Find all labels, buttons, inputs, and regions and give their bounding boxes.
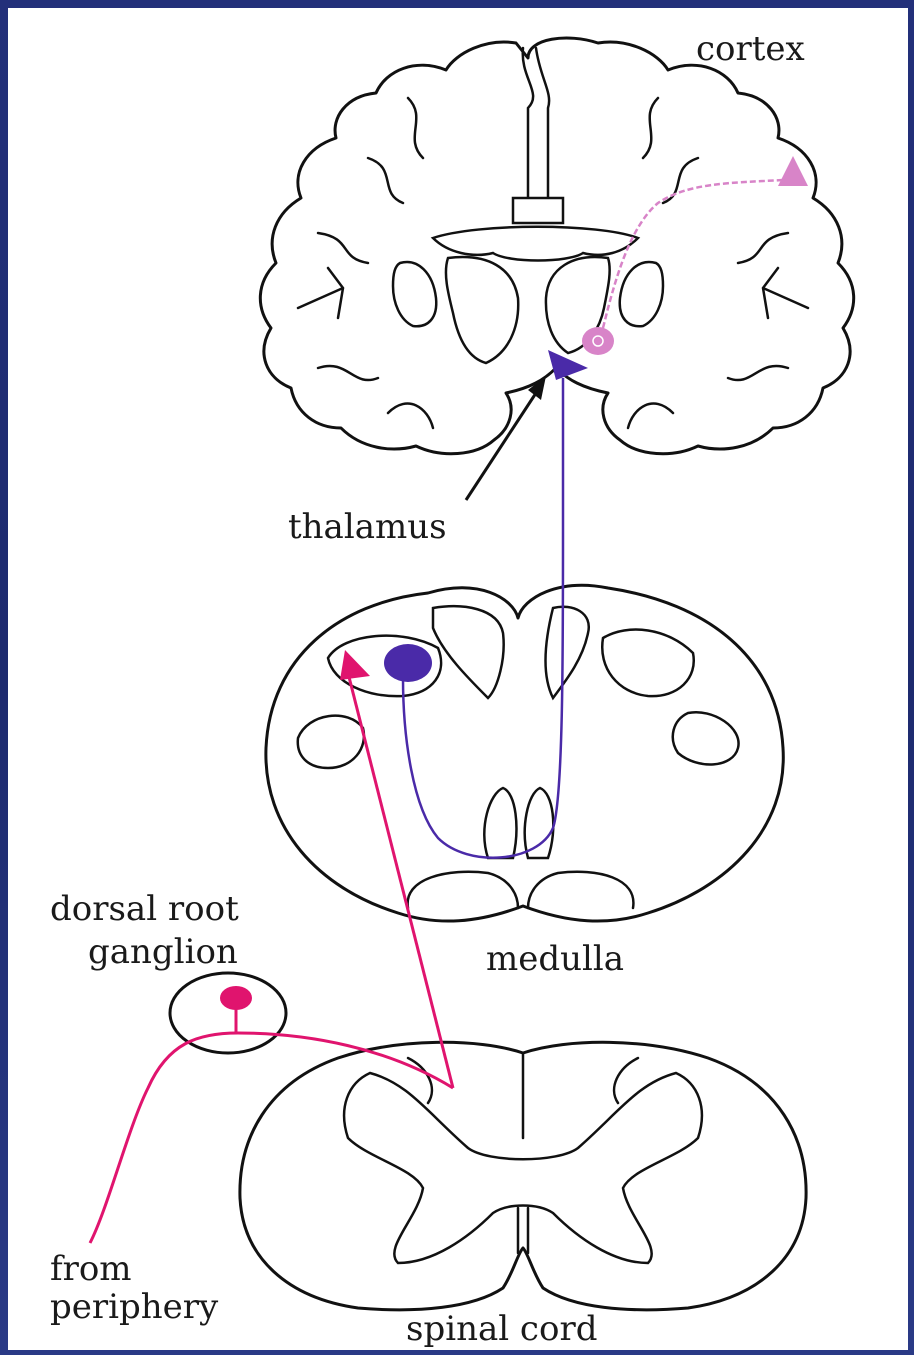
secondary-neuron-pathway (384, 350, 588, 858)
medulla-pyramids (408, 872, 634, 908)
medulla-side-left (298, 716, 364, 768)
cortex-label: cortex (696, 29, 805, 69)
pathway-diagram: cortex thalamus medulla dorsal root gang… (8, 8, 908, 1350)
medulla-olive-right (546, 607, 589, 698)
cortical-terminal (778, 156, 808, 186)
medulla-lemniscus (484, 788, 553, 858)
medulla-section (266, 585, 783, 921)
medulla-side-right (673, 712, 739, 764)
brain-outline (260, 38, 853, 454)
right-lateral-sulcus (763, 268, 808, 318)
longitudinal-fissure (513, 48, 563, 223)
medulla-outline (266, 585, 783, 921)
periphery-label-line2: periphery (50, 1287, 219, 1327)
primary-terminal (340, 650, 370, 680)
corpus-callosum (433, 227, 638, 261)
medulla-label: medulla (486, 939, 624, 979)
thalamus-arrow-shaft (466, 393, 536, 500)
thalamic-relay-cell (582, 327, 614, 355)
left-putamen (393, 262, 436, 326)
ventral-fissure (518, 1208, 528, 1253)
brain-section (260, 38, 853, 454)
medulla-olive-left (433, 606, 504, 698)
primary-ascending-axon (348, 673, 453, 1088)
medulla-nucleus-right (602, 630, 694, 697)
diagram-frame: cortex thalamus medulla dorsal root gang… (8, 8, 908, 1350)
thalamus-terminal (548, 350, 588, 380)
spinal-cord-label: spinal cord (406, 1309, 597, 1349)
periphery-label-line1: from (50, 1249, 132, 1289)
drg-cell-body (220, 986, 252, 1010)
spinal-cord-section (240, 1042, 806, 1309)
dorsal-root-label-line2: ganglion (88, 932, 238, 972)
dorsal-root-label-line1: dorsal root (50, 889, 239, 929)
tertiary-neuron-pathway (582, 156, 808, 355)
primary-afferent-axon (90, 1033, 453, 1243)
thalamus-arrow-head (528, 376, 546, 400)
thalamus-label: thalamus (288, 507, 447, 547)
left-lateral-sulcus (298, 268, 343, 318)
right-putamen (620, 262, 663, 326)
left-basal-ganglia (446, 257, 518, 363)
nucleus-gracilis-cell (384, 644, 432, 682)
